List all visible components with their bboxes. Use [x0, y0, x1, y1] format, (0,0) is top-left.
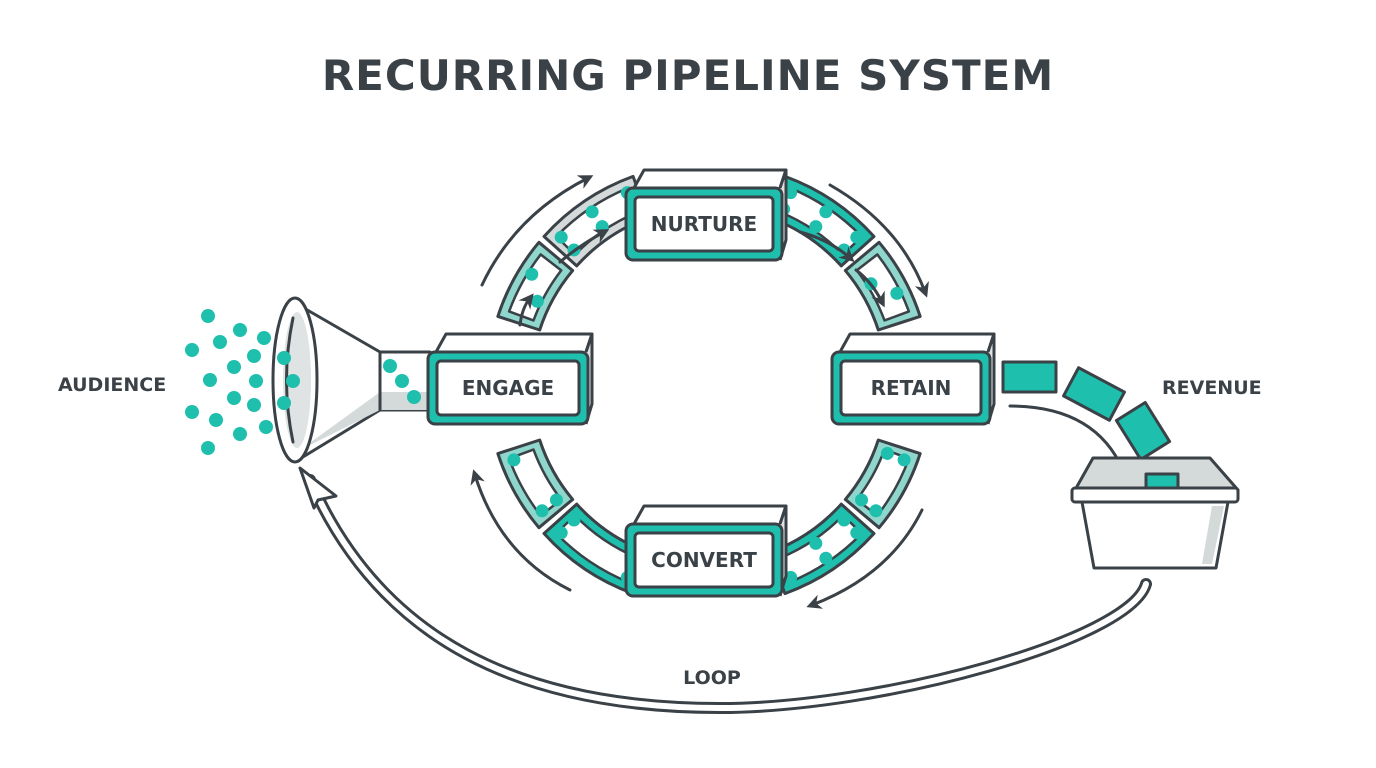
audience-dot	[203, 373, 217, 387]
audience-label: AUDIENCE	[58, 374, 166, 396]
stage-convert: CONVERT	[624, 504, 788, 598]
pipeline-dot	[554, 230, 568, 244]
loop-arrow	[298, 466, 1152, 715]
arrow-to-revenue	[1008, 404, 1127, 476]
pipeline-dot	[525, 267, 539, 281]
pipeline-dot	[549, 493, 563, 507]
pipeline-dot	[585, 205, 599, 219]
audience-dot	[233, 427, 247, 441]
arrow-engage-to-nurture	[480, 175, 594, 287]
ring-segment	[496, 240, 575, 332]
pipeline-dot	[595, 220, 609, 234]
pipeline-dot	[855, 493, 869, 507]
audience-dot	[259, 420, 273, 434]
pipeline-dot	[869, 504, 883, 518]
stage-retain: RETAIN	[830, 332, 996, 426]
pipeline-dot	[850, 230, 864, 244]
audience-dot	[249, 374, 263, 388]
loop-arrowhead	[298, 466, 338, 510]
pipeline-dot	[837, 513, 851, 527]
audience-dot	[257, 331, 271, 345]
pipeline-dot	[897, 453, 911, 467]
ring-segment	[843, 240, 922, 332]
pipeline-dot	[819, 551, 833, 565]
card-icon	[1001, 360, 1172, 462]
diagram-title: RECURRING PIPELINE SYSTEM	[322, 51, 1054, 100]
pipeline-dot	[880, 446, 894, 460]
pipeline-dot	[567, 513, 581, 527]
funnel-icon	[271, 296, 432, 464]
stage-engage: ENGAGE	[426, 332, 594, 426]
audience-dot	[227, 391, 241, 405]
pipeline-dot	[850, 526, 864, 540]
audience-dot	[227, 360, 241, 374]
revenue-label: REVENUE	[1162, 377, 1262, 399]
arrow-nurture-to-retain	[828, 183, 929, 298]
box-icon	[1070, 456, 1240, 570]
pipeline-dot	[554, 526, 568, 540]
audience-dot	[233, 323, 247, 337]
pipeline-dot	[530, 294, 544, 308]
inner-flow-arrows	[518, 229, 885, 327]
ring-segment	[496, 438, 575, 530]
audience-dot	[213, 335, 227, 349]
arrow-convert-to-engage	[470, 469, 572, 592]
ring-segment	[843, 438, 922, 530]
pipeline-dot	[809, 220, 823, 234]
audience-dot	[247, 349, 261, 363]
audience-dot	[247, 398, 261, 412]
pipeline-dot	[507, 453, 521, 467]
stage-label-nurture: NURTURE	[651, 212, 757, 236]
revenue-group: REVENUE	[1001, 360, 1262, 570]
stage-label-engage: ENGAGE	[462, 376, 554, 400]
stage-label-retain: RETAIN	[871, 376, 952, 400]
pipeline-dot	[535, 504, 549, 518]
pipeline-dot	[819, 205, 833, 219]
stage-nurture: NURTURE	[624, 168, 788, 262]
audience-dot	[201, 441, 215, 455]
loop-label: LOOP	[683, 667, 741, 689]
pipeline-dot	[890, 286, 904, 300]
audience-dot	[185, 343, 199, 357]
audience-dot	[185, 405, 199, 419]
pipeline-dot	[809, 536, 823, 550]
audience-particles	[185, 309, 273, 455]
audience-dot	[209, 413, 223, 427]
flow-arrows	[470, 175, 929, 609]
arrow-retain-to-convert	[806, 508, 924, 609]
audience-dot	[201, 309, 215, 323]
stage-label-convert: CONVERT	[651, 548, 757, 572]
